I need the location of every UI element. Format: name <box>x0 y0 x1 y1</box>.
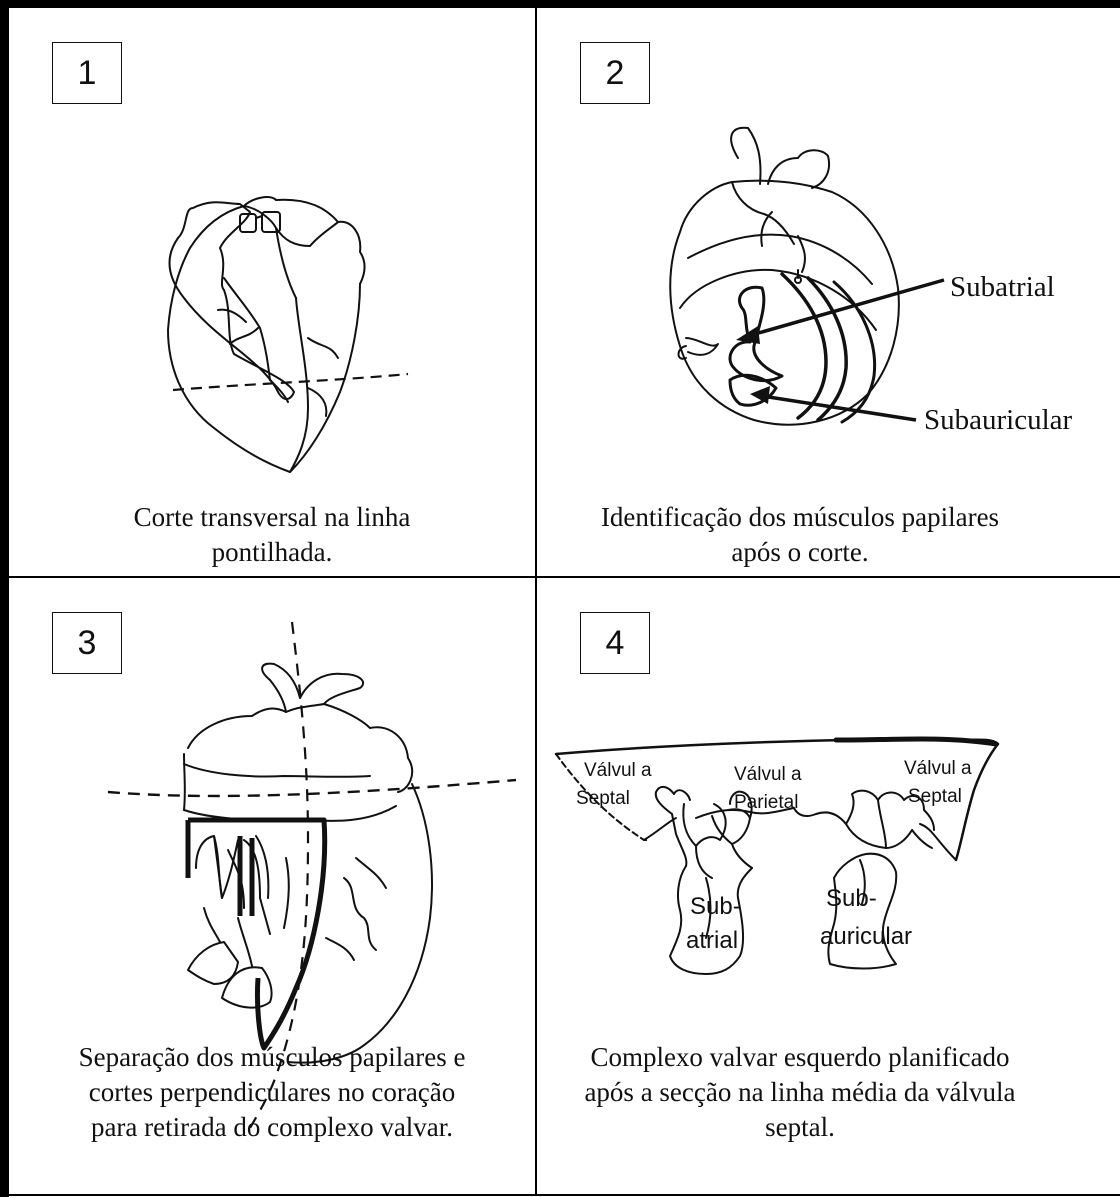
label-valvula-septal-left-2: Septal <box>576 788 630 809</box>
caption-line: pontilhada. <box>28 535 516 570</box>
label-valvula-septal-right-2: Septal <box>908 786 962 807</box>
panel-1: 1 Corte transversal na <box>8 8 536 576</box>
caption-line: Complexo valvar esquerdo planificado <box>556 1040 1044 1075</box>
heart-whole-illustration <box>8 8 536 576</box>
label-subauricular: Subauricular <box>924 404 1073 436</box>
heart-cut-section-illustration: Subatrial Subauricular <box>536 8 1064 576</box>
caption-line: cortes perpendiculares no coração <box>28 1075 516 1110</box>
frame-bottom <box>8 1194 1120 1196</box>
caption-line: após o corte. <box>556 535 1044 570</box>
panel-3: 3 <box>8 578 536 1146</box>
label-sub-atrial-2: atrial <box>686 927 738 954</box>
caption-line: septal. <box>556 1110 1044 1145</box>
label-sub-auricular-1: Sub- <box>826 885 877 912</box>
caption-line: após a secção na linha média da válvula <box>556 1075 1044 1110</box>
label-sub-auricular-2: auricular <box>820 923 912 950</box>
panel-caption: Corte transversal na linha pontilhada. <box>28 500 516 570</box>
label-valvula-septal-left-1: Válvul a <box>584 760 652 781</box>
frame-top <box>0 0 1120 8</box>
caption-line: Identificação dos músculos papilares <box>556 500 1044 535</box>
caption-line: Corte transversal na linha <box>28 500 516 535</box>
panel-caption: Separação dos músculos papilares e corte… <box>28 1040 516 1145</box>
panel-2: 2 <box>536 8 1064 576</box>
label-valvula-septal-right-1: Válvul a <box>904 758 972 779</box>
label-sub-atrial-1: Sub- <box>690 893 741 920</box>
label-subatrial: Subatrial <box>950 271 1055 303</box>
label-valvula-parietal-1: Válvul a <box>734 764 802 785</box>
label-valvula-parietal-2: Parietal <box>734 792 798 813</box>
caption-line: Separação dos músculos papilares e <box>28 1040 516 1075</box>
panel-caption: Identificação dos músculos papilares apó… <box>556 500 1044 570</box>
panel-caption: Complexo valvar esquerdo planificado apó… <box>556 1040 1044 1145</box>
panel-4: 4 <box>536 578 1064 1146</box>
caption-line: para retirada do complexo valvar. <box>28 1110 516 1145</box>
